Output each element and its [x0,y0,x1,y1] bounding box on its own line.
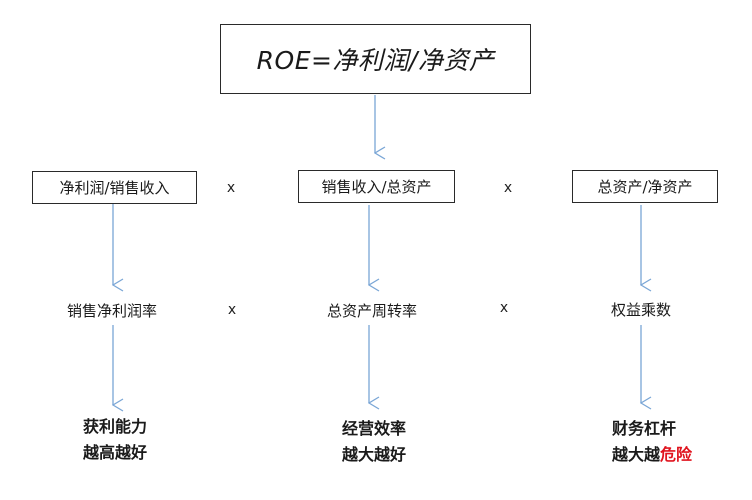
efficiency-note: 越大越好 [341,445,407,464]
multiply-sign-3: x [227,302,237,318]
net-profit-over-sales-box: 净利润/销售收入 [32,171,197,204]
total-assets-over-net-assets-label: 总资产/净资产 [597,178,693,196]
asset-turnover-label: 总资产周转率 [326,302,418,320]
roe-formula-text: ROE=净利润/净资产 [256,46,495,75]
roe-formula-box: ROE=净利润/净资产 [220,24,531,94]
multiply-sign-1: x [226,180,236,196]
danger-highlight: 危险 [660,445,693,464]
total-assets-over-net-assets-box: 总资产/净资产 [572,170,718,203]
profitability-outcome: 获利能力 越高越好 [83,414,147,466]
multiply-sign-4: x [499,300,509,316]
equity-multiplier-label: 权益乘数 [610,301,672,319]
leverage-outcome: 财务杠杆 越大越危险 [612,416,692,468]
net-profit-margin-label: 销售净利润率 [66,302,158,320]
sales-over-total-assets-label: 销售收入/总资产 [321,178,432,196]
leverage-note: 越大越危险 [612,442,692,468]
multiply-sign-2: x [503,180,513,196]
leverage-note-prefix: 越大越 [611,445,660,464]
efficiency-title: 经营效率 [341,419,407,438]
leverage-title: 财务杠杆 [611,419,676,438]
efficiency-outcome: 经营效率 越大越好 [342,416,406,468]
profitability-note: 越高越好 [82,443,148,462]
net-profit-over-sales-label: 净利润/销售收入 [59,179,170,197]
sales-over-total-assets-box: 销售收入/总资产 [298,170,455,203]
profitability-title: 获利能力 [82,417,148,436]
